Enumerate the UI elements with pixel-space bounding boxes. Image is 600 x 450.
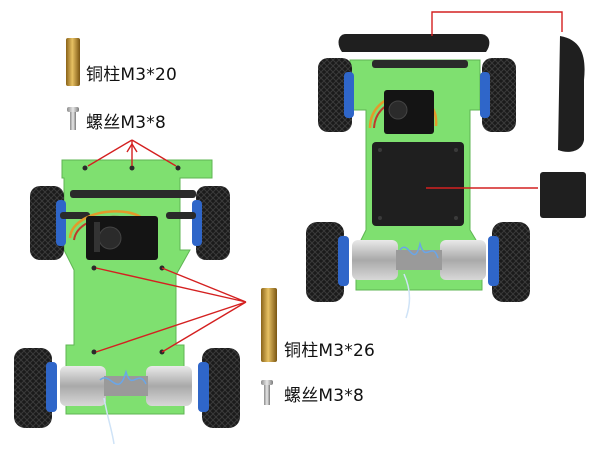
screw-top bbox=[67, 107, 79, 130]
screw-bottom-label: 螺丝M3*8 bbox=[284, 386, 364, 406]
left-car bbox=[14, 159, 240, 445]
steering-link bbox=[70, 190, 196, 198]
exploded-bumper-plate bbox=[558, 36, 585, 152]
screw-top-label: 螺丝M3*8 bbox=[86, 113, 166, 133]
rear-motors bbox=[60, 366, 192, 445]
leader-lines bbox=[87, 11, 563, 353]
exploded-cover-plate bbox=[540, 172, 586, 218]
right-car bbox=[306, 34, 586, 319]
top-cover-plate bbox=[372, 142, 464, 226]
standoff-long-label: 铜柱M3*26 bbox=[284, 341, 376, 361]
rear-left-wheel bbox=[14, 348, 57, 428]
rear-right-wheel bbox=[198, 348, 240, 428]
front-bumper-plate bbox=[338, 34, 490, 52]
servo-motor bbox=[68, 210, 158, 260]
front-left-wheel bbox=[30, 186, 66, 260]
screw-bottom bbox=[261, 380, 273, 405]
brass-standoff-long bbox=[261, 288, 277, 362]
standoff-short-label: 铜柱M3*20 bbox=[86, 65, 178, 85]
brass-standoff-short bbox=[66, 38, 80, 86]
front-right-wheel bbox=[192, 186, 230, 260]
